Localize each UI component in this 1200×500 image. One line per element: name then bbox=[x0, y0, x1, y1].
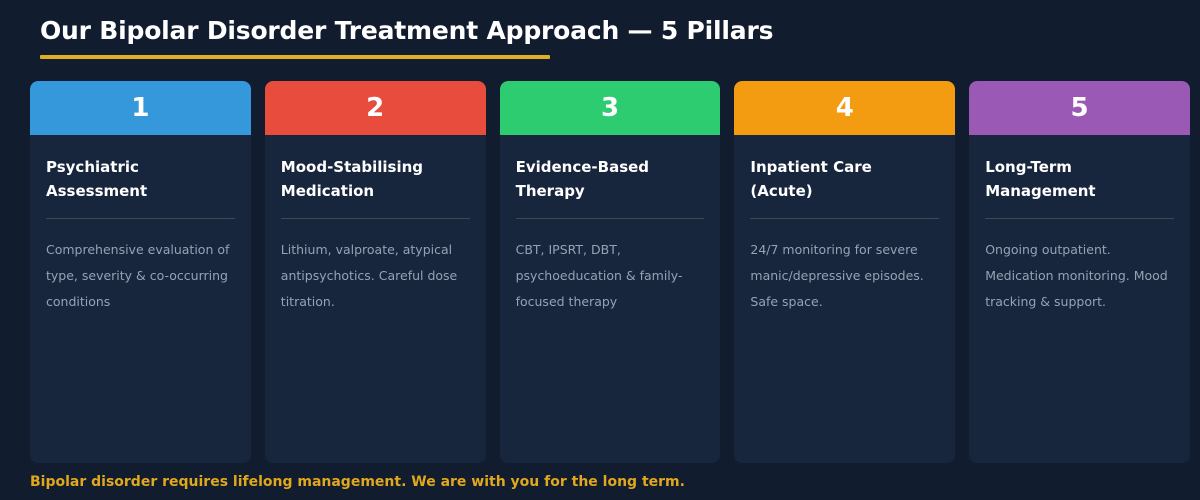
pillar-divider-4 bbox=[750, 218, 940, 219]
page-title: Our Bipolar Disorder Treatment Approach … bbox=[40, 16, 774, 45]
pillar-divider-3 bbox=[515, 218, 705, 219]
pillar-number-2: 2 bbox=[366, 93, 385, 123]
footer-note: Bipolar disorder requires lifelong manag… bbox=[30, 474, 685, 490]
pillar-card-header-4: 4 bbox=[734, 81, 956, 135]
pillar-title-5: Long-Term Management bbox=[985, 158, 1096, 200]
pillar-card-header-3: 3 bbox=[499, 81, 721, 135]
pillar-card-body-3: Evidence-Based Therapy CBT, IPSRT, DBT, … bbox=[500, 135, 721, 315]
pillar-divider-1 bbox=[46, 218, 235, 219]
pillar-card-body-2: Mood-Stabilising Medication Lithium, val… bbox=[265, 135, 486, 315]
pillar-card-body-1: Psychiatric Assessment Comprehensive eva… bbox=[30, 135, 251, 315]
pillar-number-1: 1 bbox=[131, 93, 150, 123]
pillar-description-3: CBT, IPSRT, DBT, psychoeducation & famil… bbox=[515, 242, 683, 309]
pillar-divider-2 bbox=[280, 218, 470, 219]
pillar-card-body-5: Long-Term Management Ongoing outpatient.… bbox=[969, 135, 1190, 315]
pillar-card-body-4: Inpatient Care (Acute) 24/7 monitoring f… bbox=[734, 135, 955, 315]
pillar-title-4: Inpatient Care (Acute) bbox=[750, 158, 872, 200]
pillar-description-5: Ongoing outpatient. Medication monitorin… bbox=[985, 242, 1168, 309]
pillar-title-1: Psychiatric Assessment bbox=[46, 158, 148, 200]
pillar-description-2: Lithium, valproate, atypical antipsychot… bbox=[280, 242, 458, 309]
pillar-card-3: 3 Evidence-Based Therapy CBT, IPSRT, DBT… bbox=[499, 81, 721, 463]
title-underline-accent bbox=[40, 55, 550, 59]
pillar-description-1: Comprehensive evaluation of type, severi… bbox=[46, 242, 230, 309]
pillar-card-header-2: 2 bbox=[264, 81, 486, 135]
pillar-title-2: Mood-Stabilising Medication bbox=[280, 158, 424, 200]
header: Our Bipolar Disorder Treatment Approach … bbox=[40, 16, 773, 59]
pillar-card-2: 2 Mood-Stabilising Medication Lithium, v… bbox=[264, 81, 486, 463]
pillar-number-5: 5 bbox=[1070, 93, 1089, 123]
pillar-card-list: 1 Psychiatric Assessment Comprehensive e… bbox=[30, 81, 1190, 463]
footer: Bipolar disorder requires lifelong manag… bbox=[30, 474, 685, 490]
pillar-number-3: 3 bbox=[600, 93, 620, 123]
pillar-card-header-1: 1 bbox=[30, 81, 251, 135]
pillar-number-4: 4 bbox=[835, 93, 854, 123]
pillar-card-header-5: 5 bbox=[969, 81, 1190, 135]
pillar-card-4: 4 Inpatient Care (Acute) 24/7 monitoring… bbox=[734, 81, 956, 463]
pillar-description-4: 24/7 monitoring for severe manic/depress… bbox=[750, 242, 924, 309]
pillar-card-5: 5 Long-Term Management Ongoing outpatien… bbox=[969, 81, 1190, 463]
pillar-card-1: 1 Psychiatric Assessment Comprehensive e… bbox=[30, 81, 251, 463]
pillar-title-3: Evidence-Based Therapy bbox=[515, 158, 650, 200]
pillar-divider-5 bbox=[985, 218, 1174, 219]
